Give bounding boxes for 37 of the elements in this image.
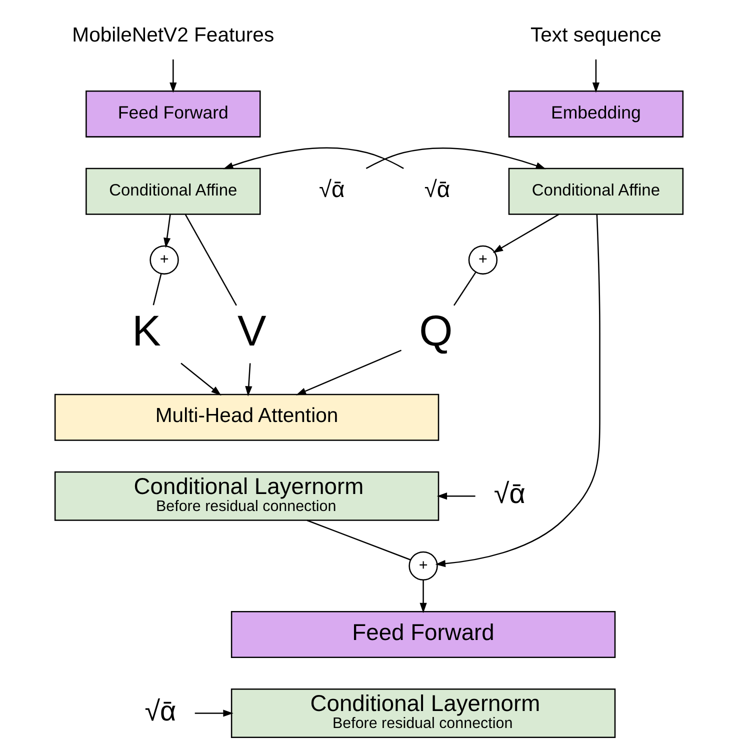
node-text: √ᾱ bbox=[318, 176, 345, 202]
arrow bbox=[366, 148, 546, 170]
node-text: V bbox=[237, 307, 266, 356]
node-box: Conditional Affine bbox=[86, 168, 261, 215]
arrow bbox=[296, 350, 402, 396]
connector bbox=[152, 274, 162, 306]
node-box: Feed Forward bbox=[86, 90, 261, 138]
node-circle: + bbox=[408, 551, 438, 581]
node-box: Embedding bbox=[508, 90, 684, 138]
arrow bbox=[164, 214, 171, 248]
arrow bbox=[436, 492, 476, 500]
arrow bbox=[435, 214, 600, 568]
node-text: √ᾱ bbox=[424, 176, 450, 202]
connector bbox=[453, 272, 476, 306]
arrow bbox=[180, 362, 222, 396]
node-text: √ᾱ bbox=[144, 695, 176, 726]
node-text: Q bbox=[419, 307, 453, 356]
arrow bbox=[245, 363, 252, 396]
node-circle: + bbox=[468, 245, 498, 275]
arrow bbox=[592, 59, 600, 93]
arrow bbox=[420, 580, 427, 614]
node-text: MobileNetV2 Features bbox=[72, 24, 274, 46]
arrow bbox=[492, 214, 560, 253]
node-text: K bbox=[132, 307, 161, 356]
arrow bbox=[170, 59, 177, 93]
connector bbox=[306, 520, 411, 560]
node-box: Conditional Layernorm Before residual connection bbox=[54, 471, 440, 521]
node-box: Feed Forward bbox=[230, 611, 616, 658]
node-circle: + bbox=[150, 245, 179, 275]
node-box: Conditional Affine bbox=[508, 168, 684, 215]
node-text: Text sequence bbox=[530, 24, 662, 46]
node-text: √ᾱ bbox=[494, 478, 526, 510]
node-box: Multi-Head Attention bbox=[54, 394, 440, 441]
arrow bbox=[194, 710, 234, 717]
arrow bbox=[223, 147, 404, 170]
node-box: Conditional Layernorm Before residual connection bbox=[230, 688, 616, 738]
connector bbox=[184, 214, 237, 306]
